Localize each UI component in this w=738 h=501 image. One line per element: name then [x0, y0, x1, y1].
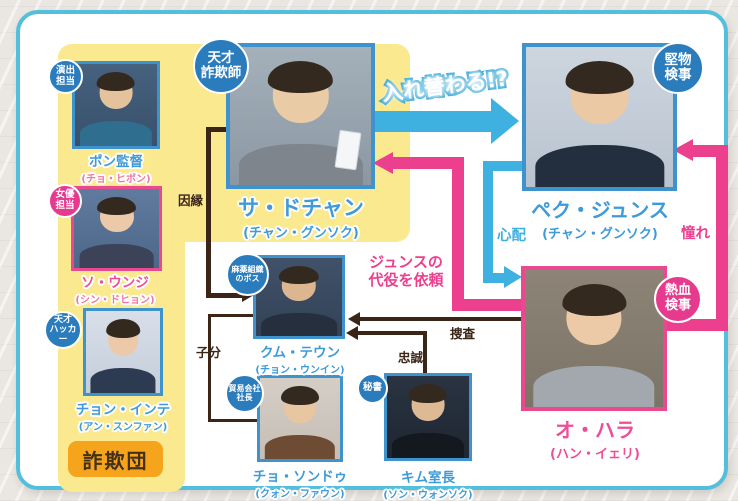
photo-bong-kantoku [72, 61, 160, 149]
fraud-group-label: 詐欺団 [68, 441, 163, 477]
character-name-so-eunji: ソ・ウンジ (シン・ドヒョン) [75, 275, 155, 306]
id-card-prop [334, 129, 361, 170]
person-silhouette [96, 197, 137, 233]
character-name-bong-kantoku: ポン監督 (チョ・ヒボン) [81, 154, 151, 185]
person-silhouette [565, 61, 634, 124]
person-silhouette [261, 312, 337, 336]
worry-arrow [483, 161, 526, 171]
character-name-cho-sondu: チョ・ソンドゥ (クォン・ファウン) [252, 469, 348, 500]
role-badge-genius-swindler: 天才 詐欺師 [193, 38, 249, 94]
person-silhouette [279, 265, 320, 301]
character-name-sa-dochan: サ・ドチャン (チャン・グンソク) [238, 196, 364, 241]
fate-arrow [206, 127, 230, 132]
photo-o-hara [521, 266, 667, 411]
chart-card: 入れ替わる!? 因縁 子分 忠誠 [16, 10, 728, 501]
role-badge-trading-president: 貿易会社 社長 [225, 374, 264, 413]
loyalty-arrow [358, 331, 427, 335]
person-silhouette [391, 433, 465, 458]
admire-label: 憧れ [681, 226, 710, 242]
role-badge-actress: 女優 担当 [48, 184, 82, 218]
person-silhouette [105, 319, 140, 357]
person-silhouette [281, 386, 319, 423]
request-label: ジュンスの 代役を依頼 [368, 253, 444, 289]
role-badge-secretary: 秘書 [357, 373, 388, 404]
fate-arrow [206, 127, 211, 297]
loyalty-arrow [423, 331, 427, 375]
loyalty-arrow-head-icon [346, 326, 358, 340]
photo-baek-junsu [522, 43, 677, 191]
role-badge-drug-boss: 麻薬組織 のボス [226, 253, 269, 296]
request-arrow [452, 157, 464, 311]
person-silhouette [267, 61, 334, 123]
character-name-kum-teun: クム・テウン (チョン・ウンイン) [255, 345, 345, 376]
request-arrow-head-icon [373, 152, 393, 174]
person-silhouette [561, 284, 627, 346]
photo-sa-dochan [226, 43, 375, 189]
person-silhouette [409, 384, 447, 422]
role-badge-strict-prosecutor: 堅物 検事 [652, 42, 704, 94]
photo-kum-teun [253, 255, 345, 339]
swap-arrow-head-icon [491, 98, 519, 144]
henchman-connector [208, 314, 257, 317]
role-badge-genius-hacker: 天才 ハッカー [44, 311, 82, 349]
fate-label: 因縁 [178, 193, 204, 208]
person-silhouette [97, 72, 135, 110]
admire-arrow-head-icon [673, 139, 693, 161]
investigate-arrow-head-icon [348, 312, 360, 326]
character-name-jon-inte: チョン・インテ (アン・スンファン) [75, 402, 171, 433]
worry-arrow-head-icon [504, 266, 522, 288]
photo-cho-sondu [257, 375, 343, 462]
person-silhouette [534, 145, 665, 187]
character-name-o-hara: オ・ハラ (ハン・イェリ) [550, 418, 640, 462]
role-badge-passionate-prosecutor: 熱血 検事 [654, 275, 702, 323]
henchman-connector [208, 419, 260, 422]
photo-jon-inte [83, 308, 163, 396]
investigate-arrow [360, 317, 522, 321]
henchman-label: 子分 [196, 345, 222, 360]
investigate-label: 捜査 [450, 326, 476, 341]
photo-kim-shitsucho [384, 373, 472, 461]
henchman-connector [208, 314, 211, 422]
person-silhouette [79, 121, 153, 146]
character-name-baek-junsu: ペク・ジュンス (チャン・グンソク) [531, 198, 669, 242]
person-silhouette [264, 434, 336, 459]
photo-so-eunji [71, 186, 162, 271]
worry-label: 心配 [497, 228, 526, 244]
worry-arrow [493, 273, 507, 283]
admire-arrow [690, 145, 728, 157]
role-badge-directing: 演出 担当 [48, 59, 83, 94]
request-arrow [452, 299, 525, 311]
character-name-kim-shitsucho: キム室長 (ソン・ウォンソク) [383, 470, 473, 501]
person-silhouette [79, 244, 154, 268]
swap-arrow [370, 111, 491, 132]
loyalty-label: 忠誠 [398, 350, 424, 365]
request-arrow [391, 157, 464, 169]
fate-arrow [206, 293, 243, 298]
person-silhouette [533, 365, 655, 407]
worry-arrow [483, 161, 493, 283]
person-silhouette [90, 368, 156, 393]
admire-arrow [716, 145, 728, 331]
